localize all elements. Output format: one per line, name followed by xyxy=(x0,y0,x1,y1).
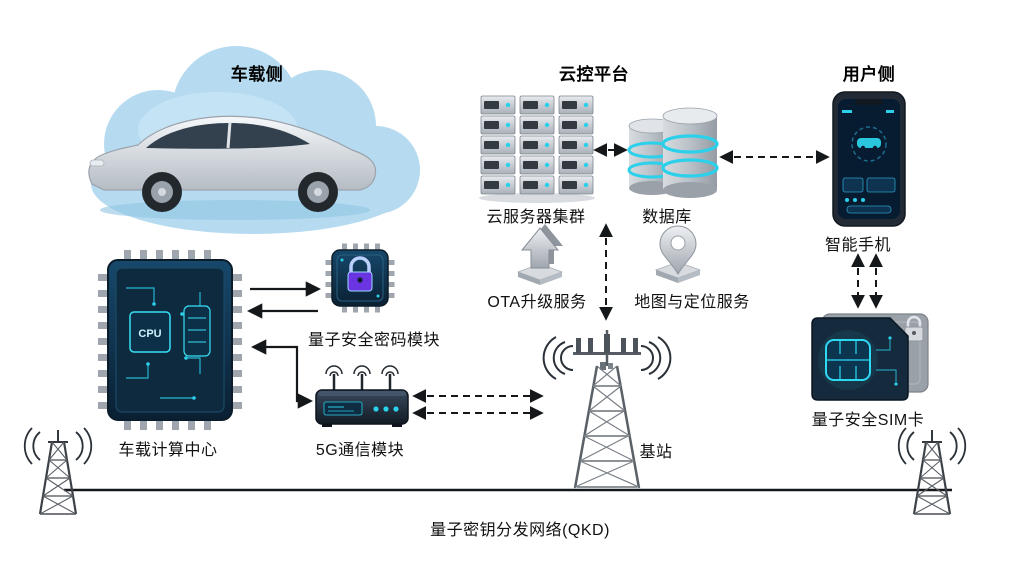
arrow-chip-to-5g xyxy=(250,339,314,409)
label-smartphone: 智能手机 xyxy=(824,237,892,254)
label-5g-module: 5G通信模块 xyxy=(315,442,405,459)
database-icon xyxy=(627,107,719,198)
smartphone-icon xyxy=(832,91,906,227)
ota-upload-arrow-icon xyxy=(516,224,564,285)
quantum-crypto-module-icon xyxy=(325,243,395,313)
label-database: 数据库 xyxy=(642,209,692,226)
label-map-service: 地图与定位服务 xyxy=(634,294,750,311)
label-crypto-module: 量子安全密码模块 xyxy=(307,332,441,349)
car-illustration xyxy=(88,115,377,220)
5g-module-icon xyxy=(315,365,409,427)
quantum-sim-card-icon xyxy=(811,313,929,401)
label-ota-service: OTA升级服务 xyxy=(487,294,587,311)
section-label-user-side: 用户侧 xyxy=(842,65,896,84)
server-cluster-icon xyxy=(479,95,595,203)
label-qkd-network: 量子密钥分发网络(QKD) xyxy=(430,522,610,539)
label-vehicle-computing: 车载计算中心 xyxy=(118,442,218,459)
connection-arrows xyxy=(246,143,883,420)
base-station-tower-icon xyxy=(542,330,672,489)
vehicle-computing-chip-icon: CPU xyxy=(98,250,242,430)
section-label-vehicle-side: 车载侧 xyxy=(230,65,284,84)
cpu-label: CPU xyxy=(138,328,161,340)
label-quantum-sim: 量子安全SIM卡 xyxy=(811,412,925,429)
qkd-tower-right-icon xyxy=(897,426,967,516)
map-location-pin-icon xyxy=(654,225,702,283)
qkd-tower-left-icon xyxy=(23,426,93,516)
label-server-cluster: 云服务器集群 xyxy=(486,209,586,226)
section-label-cloud-platform: 云控平台 xyxy=(559,65,629,84)
label-base-station: 基站 xyxy=(639,444,673,461)
